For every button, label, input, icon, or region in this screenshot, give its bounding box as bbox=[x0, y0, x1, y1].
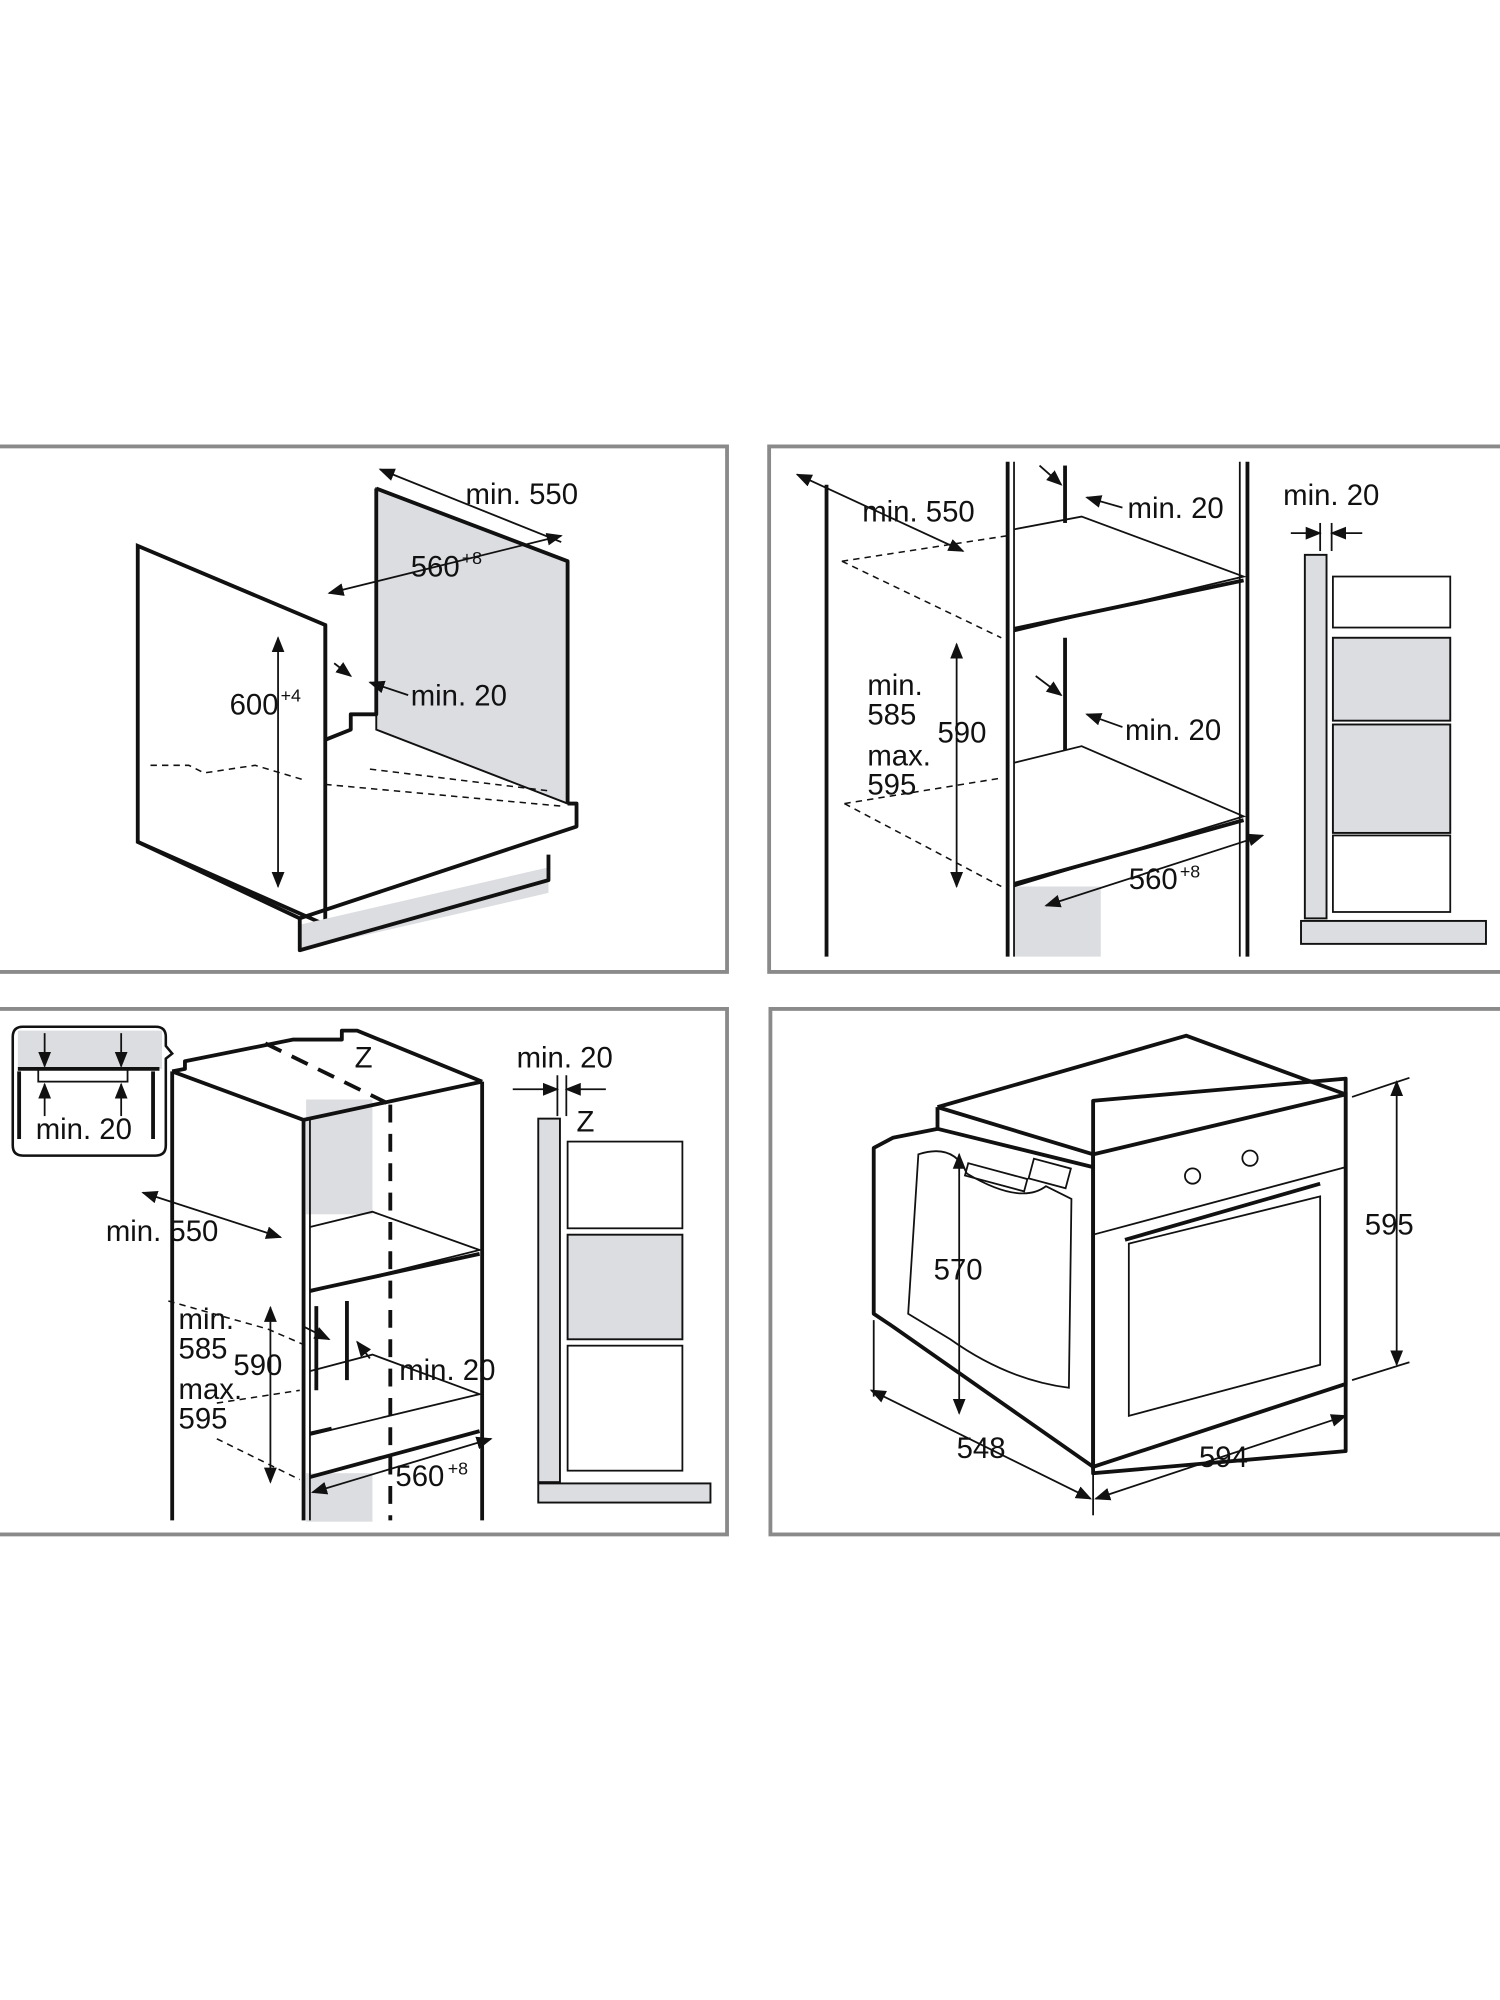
label-depth: min. 550 bbox=[106, 1215, 218, 1248]
label-max-2: 595 bbox=[867, 769, 916, 802]
label-min-1: min. bbox=[179, 1303, 234, 1336]
label-max-1: max. bbox=[867, 739, 931, 772]
label-gap-mid: min. 20 bbox=[1125, 714, 1221, 747]
label-z-top: Z bbox=[355, 1042, 373, 1075]
label-min-1: min. bbox=[867, 669, 922, 702]
label-height: 595 bbox=[1365, 1209, 1414, 1242]
label-z-side: Z bbox=[577, 1105, 595, 1138]
label-depth: 548 bbox=[957, 1432, 1006, 1465]
label-width-tolerance: +8 bbox=[1180, 862, 1200, 882]
label-gap: min. 20 bbox=[411, 679, 507, 712]
label-inner-height: 570 bbox=[934, 1253, 983, 1286]
label-height-tolerance: +4 bbox=[281, 686, 301, 706]
label-width: 560 bbox=[395, 1460, 444, 1493]
label-max-2: 595 bbox=[179, 1403, 228, 1436]
panel-under-counter: min. 550 560 +8 600 +4 min. 20 bbox=[0, 444, 729, 974]
panel-tall-cabinet-vent: min. 20 Z min. 550 min. 585 590 max. 595… bbox=[0, 1007, 729, 1537]
label-min-2: 585 bbox=[867, 698, 916, 731]
inset-detail: min. 20 bbox=[11, 1025, 175, 1157]
panel-tall-cabinet: min. 550 min. 20 min. 20 min. 585 590 ma… bbox=[767, 444, 1500, 974]
label-gap-top: min. 20 bbox=[1128, 492, 1224, 525]
label-niche-height: 590 bbox=[938, 716, 987, 749]
label-height: 600 bbox=[230, 688, 279, 721]
panel-appliance-dimensions: 595 570 548 594 bbox=[768, 1007, 1500, 1537]
label-width-tolerance: +8 bbox=[448, 1458, 468, 1478]
label-depth: min. 550 bbox=[862, 496, 975, 529]
label-side-gap: min. 20 bbox=[517, 1042, 613, 1075]
label-gap-mid: min. 20 bbox=[399, 1354, 495, 1387]
label-side-gap: min. 20 bbox=[1283, 479, 1379, 512]
label-width: 560 bbox=[411, 551, 460, 584]
label-width: 560 bbox=[1129, 863, 1178, 896]
label-max-1: max. bbox=[179, 1373, 243, 1406]
label-width: 594 bbox=[1199, 1441, 1248, 1474]
label-depth: min. 550 bbox=[466, 478, 579, 511]
label-min-2: 585 bbox=[179, 1332, 228, 1365]
label-width-tolerance: +8 bbox=[462, 548, 482, 568]
label-niche-height: 590 bbox=[233, 1349, 282, 1382]
label-inset-gap: min. 20 bbox=[36, 1113, 132, 1146]
